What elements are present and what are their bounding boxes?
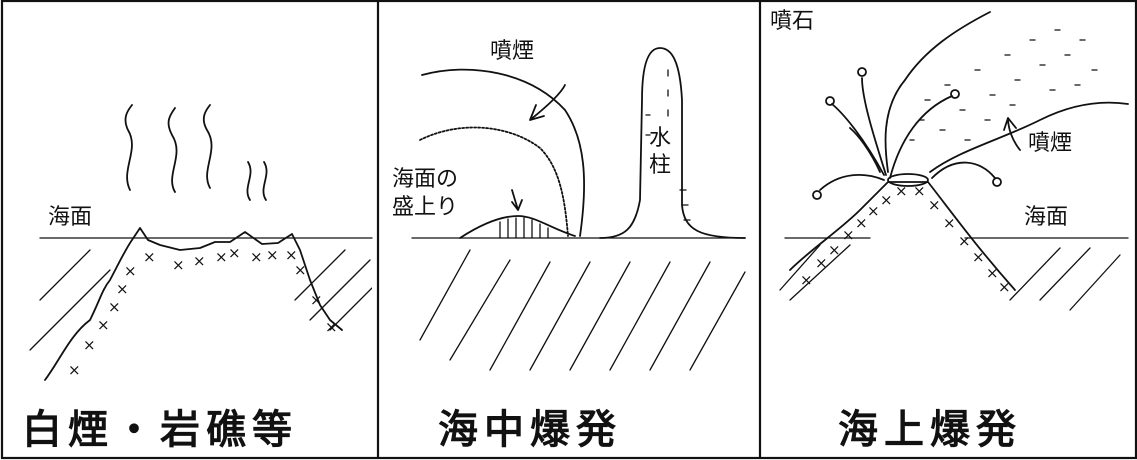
steam-wisps	[124, 104, 268, 201]
seabed-hatching	[419, 249, 746, 371]
label-sea-surface: 海面	[48, 205, 92, 230]
swell-shading	[499, 217, 549, 239]
svg-text:×: ×	[124, 262, 137, 280]
label-ejecta: 噴石	[770, 9, 814, 34]
svg-text:×: ×	[294, 261, 307, 279]
svg-text:×: ×	[913, 182, 926, 200]
label-smoke: 噴煙	[1028, 131, 1072, 156]
label-water-column-2: 柱	[649, 153, 671, 178]
svg-text:×: ×	[116, 280, 129, 298]
svg-text:×: ×	[228, 244, 241, 262]
svg-text:×: ×	[310, 291, 323, 309]
svg-text:×: ×	[83, 336, 96, 354]
svg-text:×: ×	[855, 214, 868, 232]
svg-text:×: ×	[266, 246, 279, 264]
seabed-hatching	[779, 244, 851, 301]
arrow-to-smoke	[529, 84, 566, 121]
svg-text:×: ×	[842, 226, 855, 244]
svg-text:×: ×	[800, 271, 813, 289]
panel-underwater-explosion: 噴煙 水 柱 海面の 盛上り 海中爆発	[392, 39, 746, 453]
svg-text:×: ×	[828, 241, 841, 259]
panel-surface-explosion: ×× ×× ×× ×× ×× ×× ×× ×	[770, 9, 1129, 453]
crater	[887, 173, 929, 187]
panel-white-smoke-reef: ×× ×× ×× ×× ×× ×× ×× ×× × 海面 白煙・岩礁等	[22, 104, 373, 453]
svg-text:×: ×	[193, 252, 206, 270]
svg-text:×: ×	[285, 246, 298, 264]
label-sea-surface: 海面	[1024, 205, 1068, 230]
water-column	[599, 47, 746, 239]
svg-text:×: ×	[943, 214, 956, 232]
smoke-plume-inner	[419, 126, 569, 237]
svg-text:×: ×	[867, 202, 880, 220]
svg-text:×: ×	[215, 248, 228, 266]
reef-outline	[44, 227, 343, 381]
svg-text:×: ×	[972, 248, 985, 266]
seabed-hatching	[29, 249, 372, 351]
seabed-hatching	[1009, 247, 1121, 311]
label-swell-2: 盛上り	[392, 195, 458, 220]
caption-underwater-explosion: 海中爆発	[438, 407, 622, 453]
svg-text:×: ×	[998, 278, 1011, 296]
svg-text:×: ×	[958, 232, 971, 250]
rock-x-marks: ×× ×× ×× ×× ×× ×× ×× ×× ×	[68, 244, 338, 379]
svg-text:×: ×	[986, 264, 999, 282]
water-column-ticks	[645, 69, 691, 221]
svg-text:×: ×	[895, 182, 908, 200]
svg-text:×: ×	[108, 298, 121, 316]
ejecta-trajectories	[812, 67, 1002, 200]
sea-swell-mound	[459, 215, 576, 239]
smoke-plume-lower	[929, 101, 1129, 173]
caption-white-smoke-reef: 白煙・岩礁等	[22, 407, 298, 453]
label-smoke: 噴煙	[490, 39, 534, 64]
svg-text:×: ×	[143, 248, 156, 266]
svg-text:×: ×	[172, 256, 185, 274]
smoke-plume-upper	[884, 11, 991, 173]
arrow-to-swell	[511, 189, 523, 211]
svg-text:×: ×	[325, 318, 338, 336]
svg-text:×: ×	[928, 196, 941, 214]
caption-surface-explosion: 海上爆発	[838, 407, 1022, 453]
label-swell-1: 海面の	[392, 167, 458, 192]
smoke-plume-outer	[421, 68, 586, 237]
rock-x-marks: ×× ×× ×× ×× ×× ×× ×× ×	[800, 182, 1011, 296]
svg-text:×: ×	[97, 316, 110, 334]
svg-text:×: ×	[250, 248, 263, 266]
label-water-column-1: 水	[649, 126, 671, 151]
arrow-to-smoke	[1003, 117, 1021, 151]
svg-text:×: ×	[880, 191, 893, 209]
smoke-texture	[909, 29, 1098, 141]
svg-text:×: ×	[815, 254, 828, 272]
svg-text:×: ×	[68, 361, 81, 379]
